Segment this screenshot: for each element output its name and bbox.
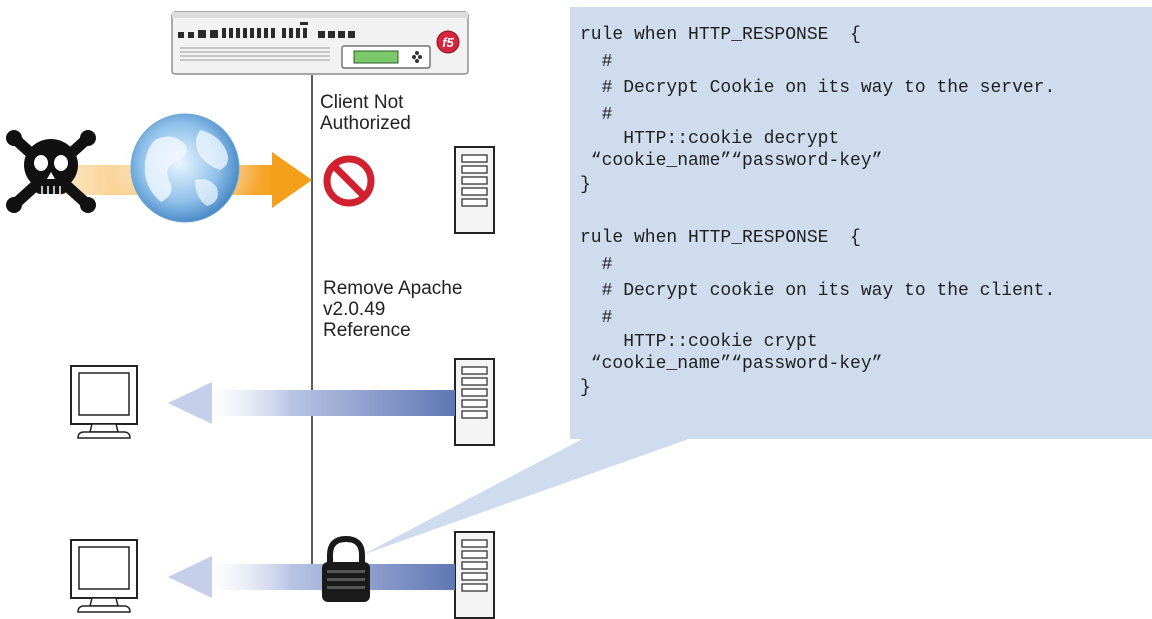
code-line: # [580, 104, 613, 125]
code-line: rule when HTTP_RESPONSE { [580, 227, 861, 248]
padlock-icon [322, 535, 370, 602]
server-icon [454, 531, 495, 619]
code-line: # [580, 307, 613, 328]
response-arrow [168, 382, 455, 424]
monitor-icon [70, 365, 138, 439]
code-line: “cookie_name”“password-key” [580, 354, 883, 375]
code-line: rule when HTTP_RESPONSE { [580, 25, 861, 45]
code-block-2: rule when HTTP_RESPONSE { # # Decrypt co… [580, 225, 1055, 402]
prohibited-icon [323, 155, 375, 207]
code-line: # Decrypt Cookie on its way to the serve… [580, 78, 1056, 99]
code-block-1: rule when HTTP_RESPONSE { # # Decrypt Co… [580, 22, 1055, 199]
server-icon [454, 358, 495, 446]
remove-apache-label: Remove Apache v2.0.49 Reference [323, 278, 462, 341]
code-line: # [580, 254, 613, 275]
globe-icon [107, 113, 263, 223]
label-line: Authorized [320, 113, 411, 134]
code-line: } [580, 378, 591, 399]
code-listing: rule when HTTP_RESPONSE { # # Decrypt Co… [580, 22, 1055, 402]
label-line: v2.0.49 [323, 299, 386, 320]
code-line: “cookie_name”“password-key” [580, 151, 883, 172]
callout-box [570, 7, 1152, 439]
label-line: Reference [323, 320, 411, 341]
code-line: } [580, 175, 591, 196]
monitor-icon [70, 539, 138, 613]
code-line: # [580, 51, 613, 72]
f5-logo: f5 [442, 35, 454, 50]
label-line: Remove Apache [323, 278, 463, 299]
code-line: # Decrypt cookie on its way to the clien… [580, 281, 1056, 302]
code-line: HTTP::cookie decrypt [580, 129, 840, 150]
client-not-authorized-label: Client Not Authorized [320, 92, 411, 134]
server-icon [454, 146, 495, 234]
code-line: HTTP::cookie crypt [580, 332, 818, 353]
network-switch-icon [171, 11, 469, 75]
label-line: Client Not [320, 92, 404, 113]
callout-pointer [362, 435, 700, 555]
skull-crossbones-icon [6, 130, 96, 213]
code-callout [362, 7, 1152, 555]
